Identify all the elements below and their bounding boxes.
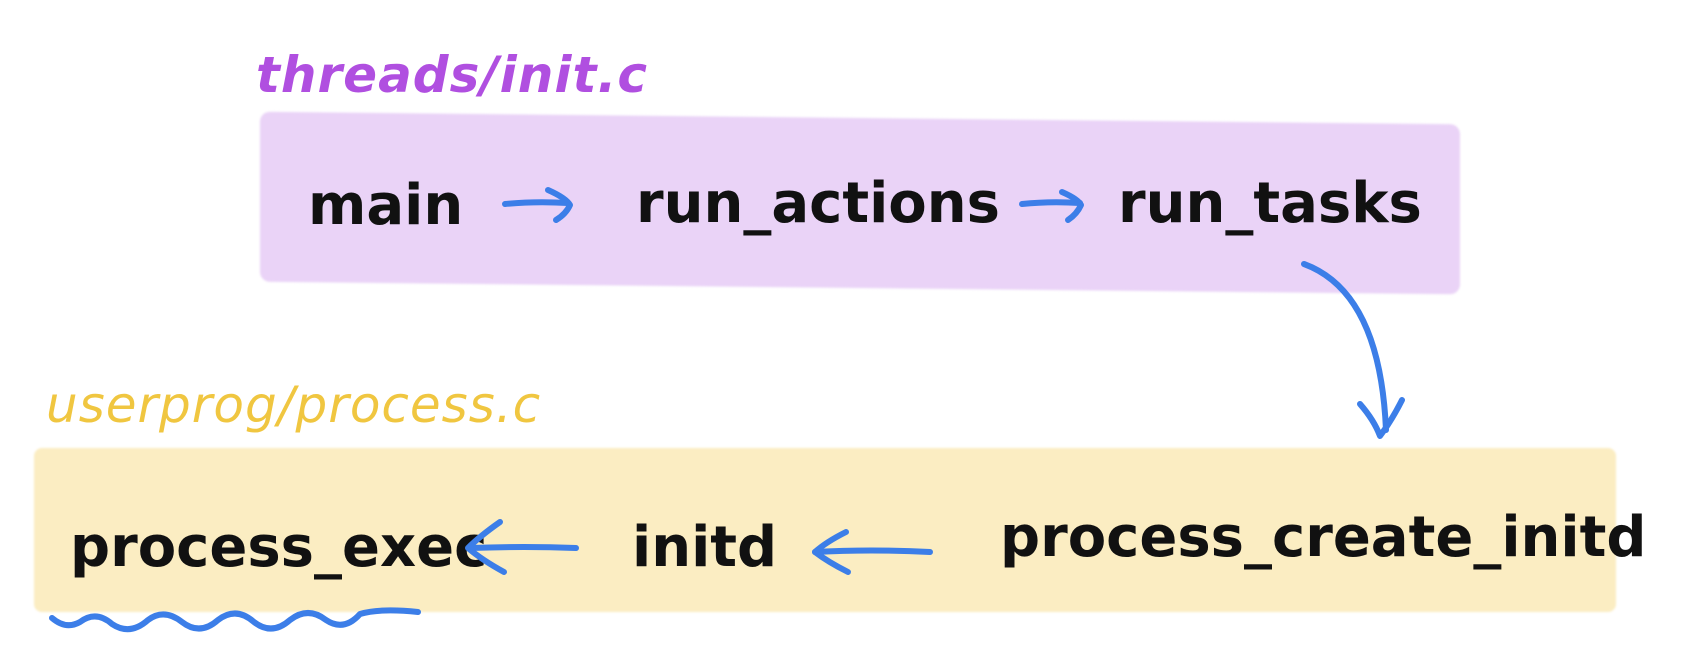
userprog-process-label: userprog/process.c: [46, 376, 542, 434]
node-run-actions: run_actions: [636, 171, 1000, 236]
arrow-run-tasks-to-process-create-initd: [1301, 261, 1405, 439]
arrow-initd-to-process-exec: [465, 519, 579, 575]
userprog-process-band: [34, 448, 1616, 612]
threads-init-label: threads/init.c: [256, 46, 649, 104]
node-main: main: [308, 173, 464, 238]
node-run-tasks: run_tasks: [1118, 171, 1422, 236]
arrow-main-to-run-actions: [502, 187, 573, 223]
arrow-run-actions-to-run-tasks: [1019, 189, 1084, 223]
node-initd: initd: [632, 515, 778, 580]
arrow-process-create-initd-to-initd: [812, 529, 933, 575]
wavy-underline: [49, 607, 421, 633]
node-process-exec: process_exec: [70, 515, 488, 580]
node-process-create-initd: process_create_initd: [1000, 505, 1647, 570]
